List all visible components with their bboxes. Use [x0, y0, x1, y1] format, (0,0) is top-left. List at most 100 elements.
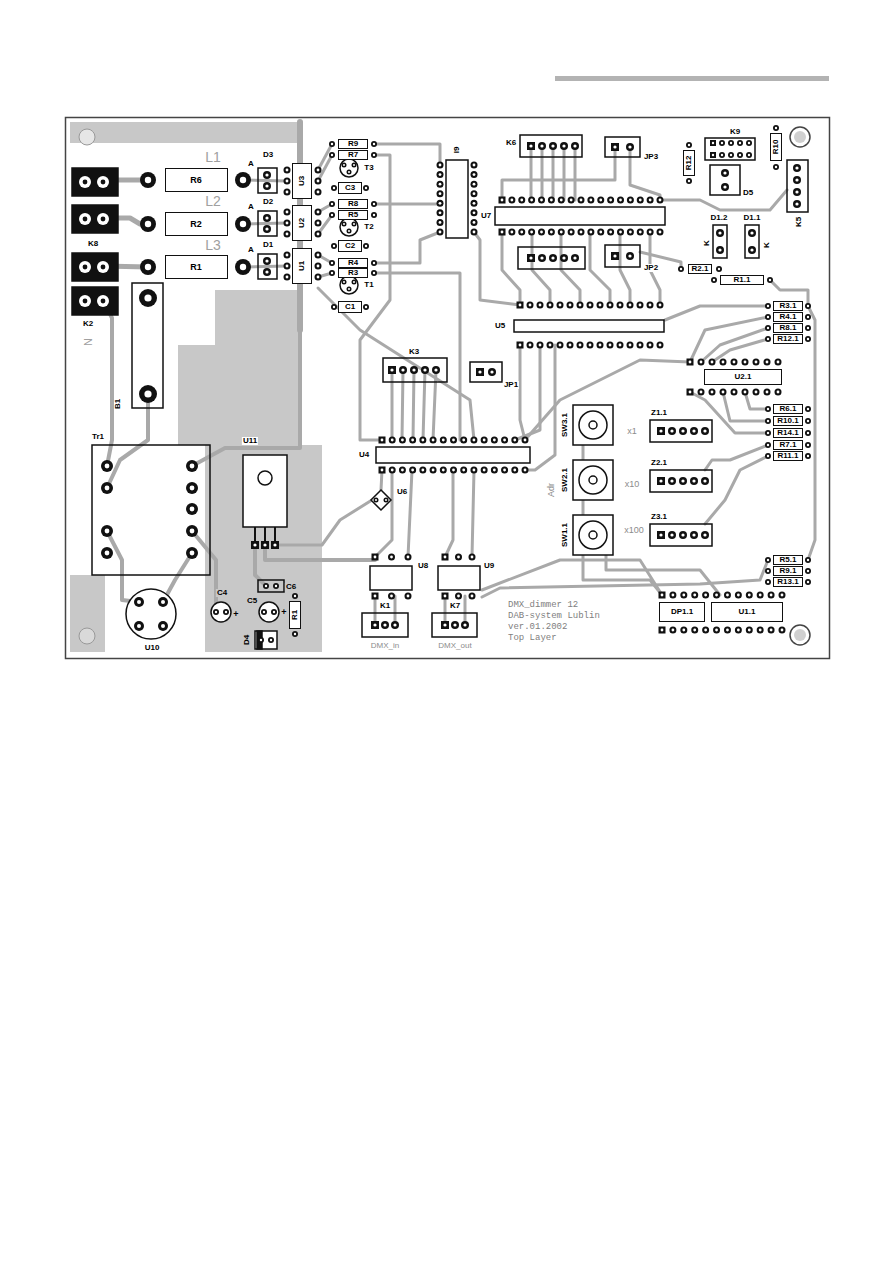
solder-pad: [735, 627, 742, 634]
pad-copper: [748, 229, 756, 237]
pad-drill: [365, 245, 367, 247]
solder-pad: [805, 568, 811, 574]
solder-pad: [698, 359, 705, 366]
pad-drill: [442, 469, 445, 472]
solder-pad: [560, 254, 568, 262]
part-outline: U3: [292, 163, 312, 199]
pad-copper: [315, 167, 322, 174]
solder-pad: [391, 621, 399, 629]
solder-pad: [716, 266, 722, 272]
solder-pad: [607, 302, 614, 309]
pad-drill: [190, 551, 195, 556]
pad-copper: [691, 627, 698, 634]
solder-pad: [331, 304, 337, 310]
part-label: U2.1: [735, 373, 752, 381]
pad-drill: [599, 304, 602, 307]
pad-copper: [186, 503, 198, 515]
solder-pad: [284, 178, 291, 185]
silkscreen-label: U6: [396, 488, 408, 496]
pad-copper: [471, 181, 478, 188]
silkscreen-label: K2: [82, 320, 94, 328]
board-outline: [66, 118, 830, 659]
pad-drill: [439, 221, 442, 224]
pad-drill: [540, 231, 543, 234]
pad-copper: [587, 197, 594, 204]
silkscreen-label: K: [763, 241, 771, 249]
part-label: R4: [348, 259, 358, 267]
solder-pad: [701, 427, 709, 435]
pad-drill: [712, 154, 714, 156]
pad-copper: [371, 201, 377, 207]
pad-drill: [750, 248, 753, 251]
solder-pad: [637, 229, 644, 236]
solder-pad: [342, 163, 347, 168]
pad-drill: [629, 199, 632, 202]
pad-copper: [805, 579, 811, 585]
silkscreen-label: D2: [262, 198, 274, 206]
solder-pad: [720, 389, 727, 396]
copper-trace: [502, 147, 615, 200]
solder-pad: [134, 621, 144, 631]
solder-pad: [557, 302, 564, 309]
pad-drill: [569, 304, 572, 307]
round-outline: [790, 127, 810, 147]
solder-pad: [517, 342, 524, 349]
component-outline: [72, 205, 118, 233]
pad-copper: [331, 304, 337, 310]
solder-pad: [527, 142, 535, 150]
pad-copper: [617, 197, 624, 204]
solder-pad: [746, 140, 752, 146]
copper-trace: [712, 339, 768, 362]
solder-pad: [263, 214, 271, 222]
pad-drill: [317, 265, 320, 268]
pad-copper: [261, 609, 267, 615]
solder-pad: [329, 270, 335, 276]
pad-copper: [440, 437, 447, 444]
pad-copper: [460, 467, 467, 474]
pad-copper: [442, 593, 449, 600]
part-outline: C1: [338, 301, 362, 313]
solder-pad: [292, 631, 298, 637]
solder-pad: [251, 541, 259, 549]
pad-copper: [284, 189, 291, 196]
pad-drill: [145, 221, 151, 227]
pad-drill: [275, 585, 277, 587]
component-outline: [362, 613, 408, 637]
solder-pad: [469, 554, 476, 561]
pad-drill: [471, 556, 474, 559]
pad-drill: [659, 304, 662, 307]
part-label: R8.1: [780, 324, 797, 332]
pad-drill: [722, 361, 725, 364]
copper-trace: [374, 273, 460, 440]
pad-drill: [759, 629, 762, 632]
solder-pad: [668, 477, 676, 485]
round-outline: [211, 602, 231, 622]
pad-copper: [537, 342, 544, 349]
solder-pad: [567, 302, 574, 309]
pad-copper: [134, 597, 144, 607]
pad-drill: [551, 256, 554, 259]
component-outline: [518, 247, 585, 269]
silkscreen-label: L1: [204, 150, 222, 164]
solder-pad: [273, 583, 279, 589]
pad-copper: [805, 406, 811, 412]
solder-pad: [450, 467, 457, 474]
solder-pad: [471, 229, 478, 236]
solder-pad: [371, 152, 377, 158]
solder-pad: [140, 172, 156, 188]
pad-copper: [607, 229, 614, 236]
pad-copper: [611, 143, 619, 151]
pad-drill: [672, 594, 675, 597]
pad-drill: [373, 203, 375, 205]
solder-pad: [597, 342, 604, 349]
silkscreen-label: x10: [624, 480, 641, 489]
pad-drill: [680, 268, 682, 270]
part-label: R4.1: [780, 313, 797, 321]
pad-drill: [519, 344, 522, 347]
pad-drill: [331, 272, 333, 274]
solder-pad: [186, 547, 198, 559]
solder-pad: [158, 597, 168, 607]
pad-drill: [105, 464, 110, 469]
solder-pad: [352, 280, 357, 285]
pad-drill: [144, 390, 151, 397]
